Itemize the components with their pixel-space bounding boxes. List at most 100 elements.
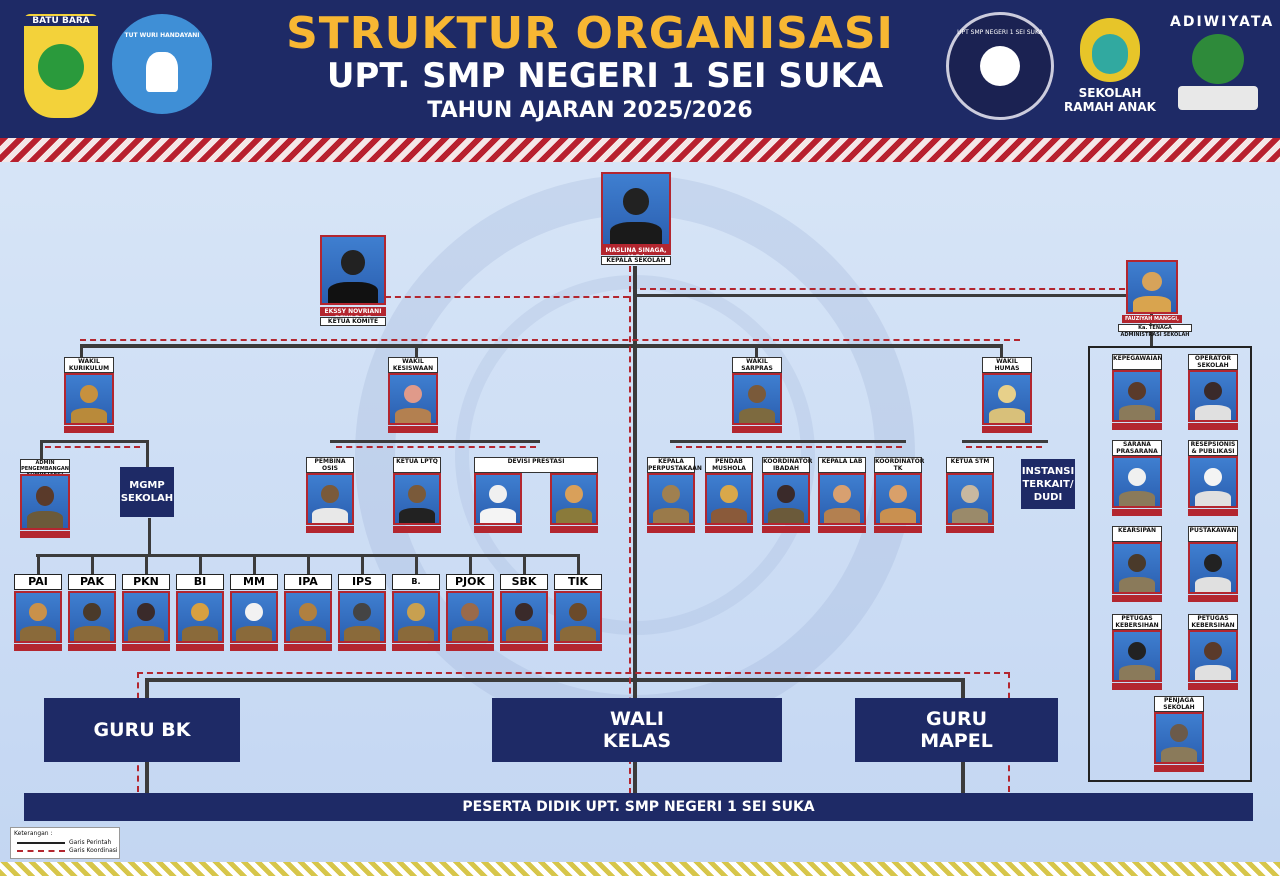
staff-photo xyxy=(1112,456,1162,508)
subject-connector xyxy=(361,554,364,574)
subject-teacher-name xyxy=(122,644,170,651)
batubara-logo-text: BATU BARA xyxy=(24,16,98,26)
command-line xyxy=(80,344,83,358)
head-name: MASLINA SINAGA, M.Pd xyxy=(601,246,671,261)
wakil-kesiswaan-label: WAKIL KESISWAAN xyxy=(388,357,438,373)
subject-teacher-name xyxy=(446,644,494,651)
staff-role-label: PUSTAKAWAN xyxy=(1188,526,1238,542)
koordinator-ibadah-label: KOORDINATOR IBADAH xyxy=(762,457,813,473)
subject-teacher-name xyxy=(14,644,62,651)
subject-teacher-photo xyxy=(14,591,62,643)
adiwiyata-logo: ADIWIYATA xyxy=(1170,12,1272,120)
pembina-osis-photo xyxy=(306,473,354,525)
subject-label: IPS xyxy=(338,574,386,590)
wali-kelas-box: WALI KELAS xyxy=(492,698,782,762)
staff-photo xyxy=(1154,712,1204,764)
legend: Keterangan : Garis Perintah Garis Koordi… xyxy=(10,827,120,859)
page-title: STRUKTUR ORGANISASI xyxy=(286,8,894,59)
wakil-kesiswaan-photo xyxy=(388,373,438,425)
kepala-lab-label: KEPALA LAB xyxy=(818,457,866,473)
komite-photo xyxy=(320,235,386,305)
legend-coordination-label: Garis Koordinasi xyxy=(69,847,118,854)
wakil-kurikulum-photo xyxy=(64,373,114,425)
subject-label: PJOK xyxy=(446,574,494,590)
students-bar: PESERTA DIDIK UPT. SMP NEGERI 1 SEI SUKA xyxy=(24,793,1253,821)
staff-name xyxy=(1112,509,1162,516)
subject-teacher-name xyxy=(392,644,440,651)
subject-teacher-photo xyxy=(338,591,386,643)
staff-role-label: PENJAGA SEKOLAH xyxy=(1154,696,1204,712)
subject-label: SBK xyxy=(500,574,548,590)
wakil-humas-photo xyxy=(982,373,1032,425)
command-line xyxy=(145,678,149,698)
subject-teacher-name xyxy=(230,644,278,651)
koordinator-ibadah-photo xyxy=(762,473,810,525)
staff-name xyxy=(1112,683,1162,690)
command-line xyxy=(145,678,965,682)
command-line xyxy=(40,440,148,443)
staff-photo xyxy=(1188,456,1238,508)
subject-teacher-photo xyxy=(392,591,440,643)
command-line xyxy=(415,344,418,358)
subject-connector xyxy=(91,554,94,574)
command-line xyxy=(670,440,906,443)
batubara-emblem xyxy=(38,44,84,90)
subject-teacher-photo xyxy=(554,591,602,643)
kepala-lab-photo xyxy=(818,473,866,525)
coordination-line xyxy=(640,288,1125,290)
subject-connector xyxy=(37,554,40,574)
ketua-lptq-label: KETUA LPTQ xyxy=(393,457,441,473)
subject-teacher-name xyxy=(500,644,548,651)
head-photo xyxy=(601,172,671,246)
admin-pkg-name xyxy=(20,531,70,538)
staff-role-label: SARANA PRASARANA xyxy=(1112,440,1162,456)
koordinator-tk-name xyxy=(874,526,922,533)
wakil-sarpras-name xyxy=(732,426,782,433)
subject-teacher-name xyxy=(554,644,602,651)
ketua-stm-photo xyxy=(946,473,994,525)
legend-coordination-line xyxy=(17,850,65,852)
command-line xyxy=(330,440,540,443)
subject-label: MM xyxy=(230,574,278,590)
legend-command-label: Garis Perintah xyxy=(69,839,112,846)
command-line xyxy=(637,294,1137,297)
adiwiyata-book xyxy=(1178,86,1258,110)
subject-connector xyxy=(199,554,202,574)
admin-pkg-photo xyxy=(20,474,70,530)
staff-role-label: OPERATOR SEKOLAH xyxy=(1188,354,1238,370)
pembina-osis-label: PEMBINA OSIS xyxy=(306,457,354,473)
koordinator-tk-photo xyxy=(874,473,922,525)
subject-teacher-name xyxy=(338,644,386,651)
devisi-prestasi-photo-2 xyxy=(550,473,598,525)
wakil-kurikulum-name xyxy=(64,426,114,433)
staff-photo xyxy=(1188,542,1238,594)
devisi-prestasi-name-2 xyxy=(550,526,598,533)
wakil-sarpras-photo xyxy=(732,373,782,425)
wakil-kurikulum-label: WAKIL KURIKULUM xyxy=(64,357,114,373)
staff-name xyxy=(1188,509,1238,516)
command-line xyxy=(40,440,43,460)
staff-photo xyxy=(1188,630,1238,682)
coordination-line xyxy=(966,446,1042,448)
command-line xyxy=(148,518,151,556)
sra-text: SEKOLAH RAMAH ANAK xyxy=(1064,86,1156,114)
subject-teacher-photo xyxy=(122,591,170,643)
legend-command-line xyxy=(17,842,65,844)
wakil-kesiswaan-name xyxy=(388,426,438,433)
staff-name xyxy=(1154,765,1204,772)
guru-mapel-box: GURU MAPEL xyxy=(855,698,1058,762)
coordination-line xyxy=(676,446,902,448)
subject-teacher-name xyxy=(176,644,224,651)
kepala-lab-name xyxy=(818,526,866,533)
staff-photo xyxy=(1112,542,1162,594)
subject-connector xyxy=(253,554,256,574)
ketua-lptq-name xyxy=(393,526,441,533)
kepala-perpustakaan-photo xyxy=(647,473,695,525)
devisi-prestasi-photo-1 xyxy=(474,473,522,525)
koordinator-tk-label: KOORDINATOR TK xyxy=(874,457,925,473)
school-emblem xyxy=(980,46,1020,86)
subject-label: PAI xyxy=(14,574,62,590)
decorative-band xyxy=(0,138,1280,162)
tutwuri-logo-text: TUT WURI HANDAYANI xyxy=(124,32,200,39)
komite-role: KETUA KOMITE xyxy=(320,317,386,326)
